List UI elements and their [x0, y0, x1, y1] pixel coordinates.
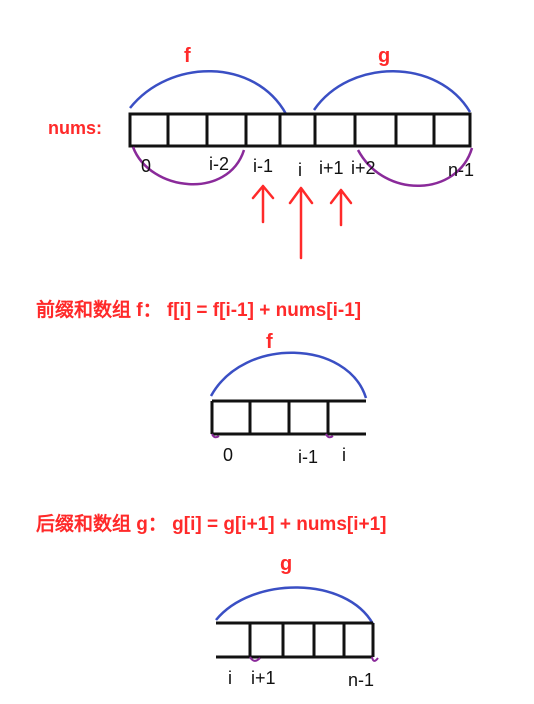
prefix-index-i: i: [342, 445, 346, 465]
suffix-index-n-minus-1: n-1: [348, 670, 374, 690]
suffix-range-mark: [371, 656, 379, 662]
prefix-f-arc: [209, 351, 368, 399]
index-i: i: [298, 160, 302, 180]
suffix-label-g: g: [280, 553, 292, 575]
top-label-g: g: [378, 45, 390, 67]
g-arc: [312, 70, 472, 113]
prefix-array: [210, 399, 366, 436]
prefix-range-mark: [211, 433, 220, 439]
prefix-section: 前缀和数组 f： f[i] = f[i-1] + nums[i-1] f 0 i…: [36, 298, 368, 467]
array-label: nums:: [48, 118, 102, 138]
f-arc: [129, 70, 288, 115]
arrow-i-plus-1: [329, 188, 353, 227]
nums-array-border: [128, 112, 472, 148]
suffix-array: [216, 621, 375, 659]
index-n-minus-1: n-1: [448, 160, 474, 180]
top-label-f: f: [184, 45, 191, 67]
index-i-minus-1: i-1: [253, 156, 273, 176]
suffix-range-arc: [356, 147, 474, 187]
index-i-plus-2: i+2: [351, 158, 376, 178]
prefix-index-i-minus-1: i-1: [298, 447, 318, 467]
top-diagram: f g nums: 0 i-2 i-1 i i+1 i+2 n-1: [48, 45, 474, 260]
arrow-i: [288, 186, 314, 260]
suffix-g-arc: [215, 586, 375, 625]
suffix-formula: 后缀和数组 g： g[i] = g[i+1] + nums[i+1]: [36, 512, 386, 535]
prefix-label-f: f: [266, 331, 273, 353]
index-i-plus-1: i+1: [319, 158, 344, 178]
suffix-range-mark: [249, 656, 261, 662]
index-0: 0: [141, 156, 151, 176]
prefix-range-mark: [325, 433, 334, 439]
prefix-formula: 前缀和数组 f： f[i] = f[i-1] + nums[i-1]: [36, 298, 361, 321]
arrow-i-minus-1: [251, 184, 275, 224]
prefix-index-0: 0: [223, 445, 233, 465]
prefix-range-arc: [131, 146, 246, 186]
suffix-index-i: i: [228, 668, 232, 688]
index-i-minus-2: i-2: [209, 154, 229, 174]
suffix-section: 后缀和数组 g： g[i] = g[i+1] + nums[i+1] g i i…: [36, 512, 386, 690]
suffix-index-i-plus-1: i+1: [251, 668, 276, 688]
nums-array: [128, 112, 472, 148]
